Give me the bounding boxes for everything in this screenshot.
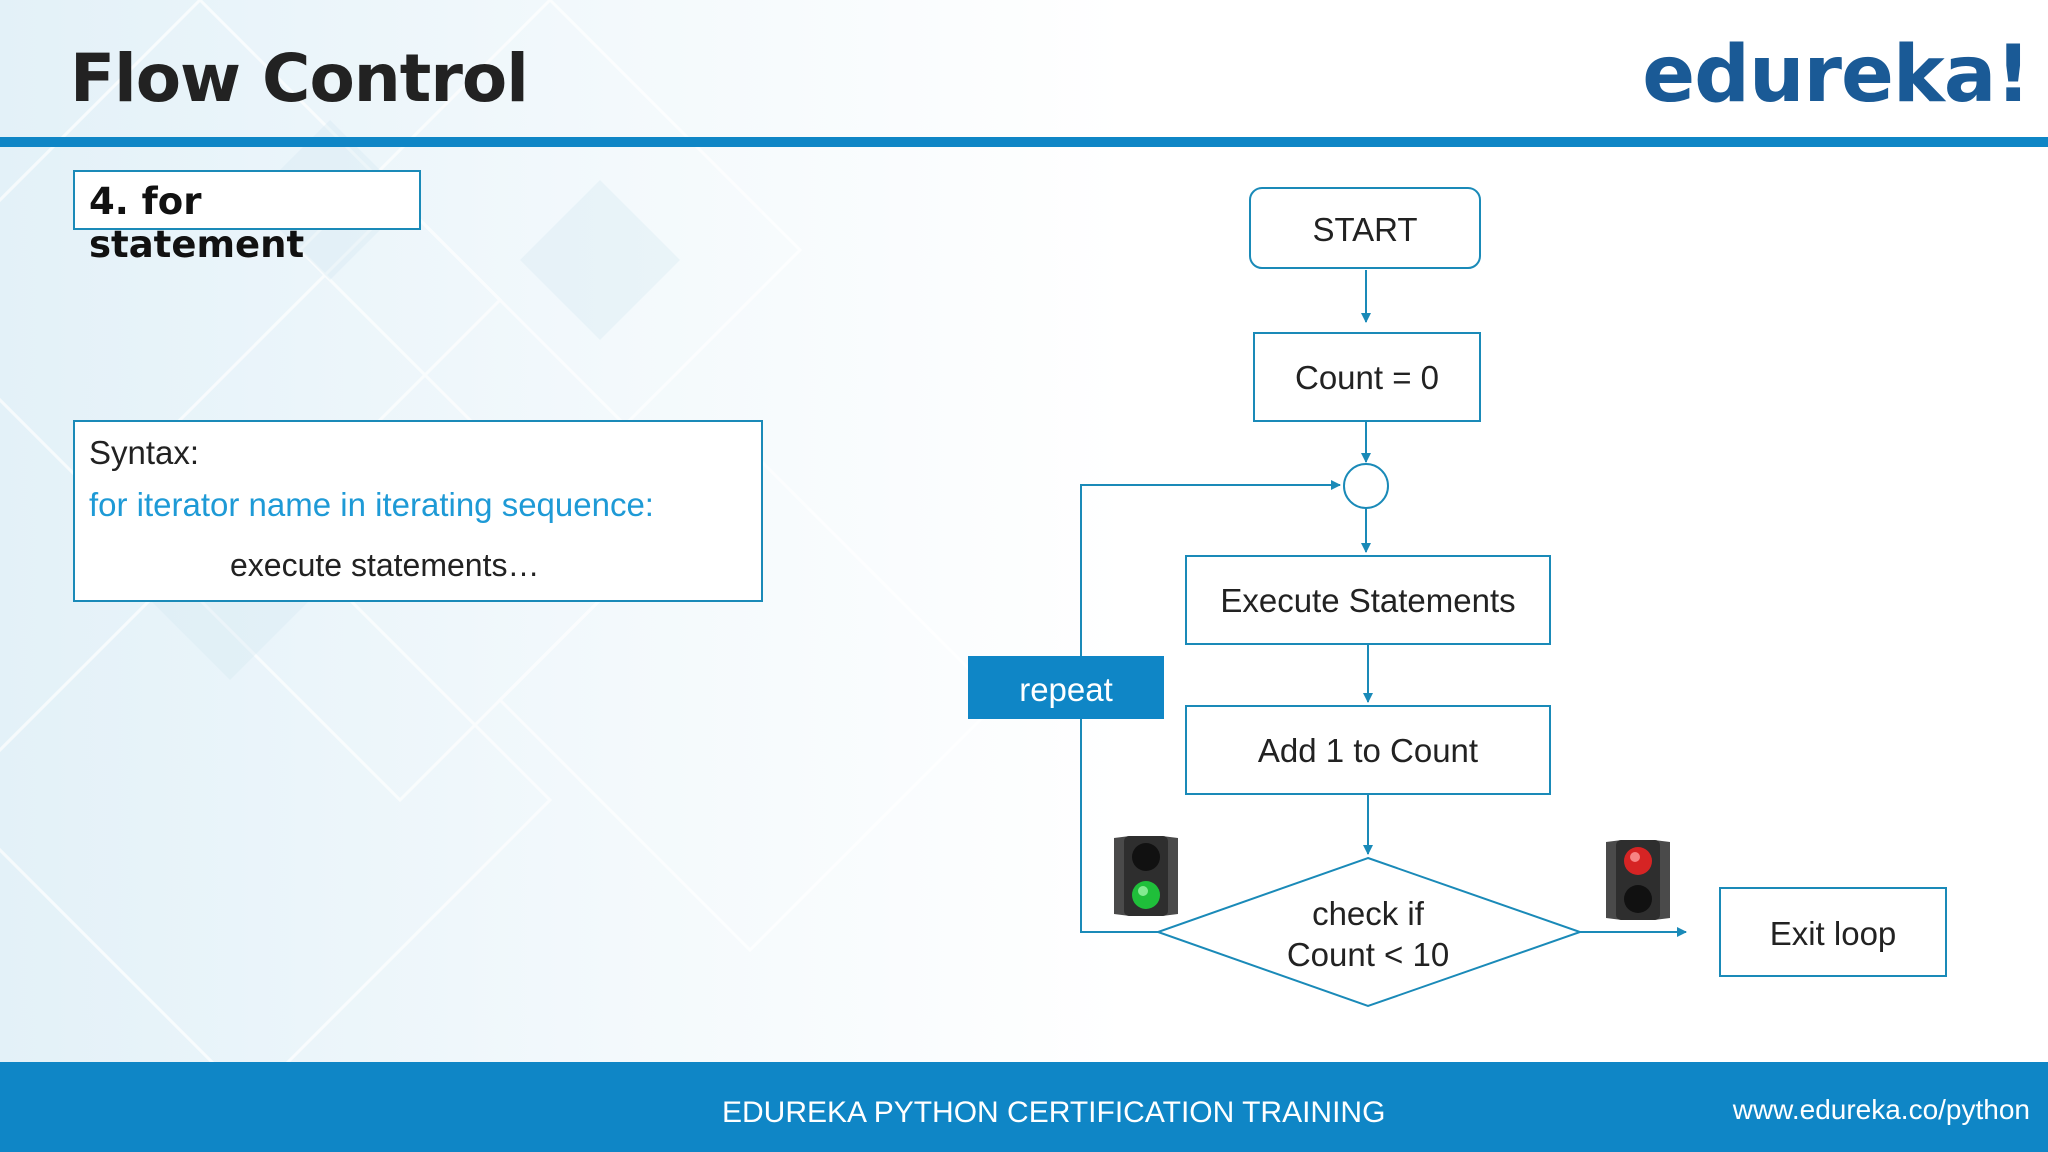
- flow-check-label-line2: Count < 10: [1287, 936, 1449, 973]
- syntax-label: Syntax:: [89, 434, 200, 471]
- flow-junction: [1343, 463, 1389, 509]
- syntax-box: Syntax: for iterator name in iterating s…: [73, 420, 763, 602]
- footer-url: www.edureka.co/python: [1732, 1094, 2030, 1125]
- flow-execute-label: Execute Statements: [1220, 582, 1515, 619]
- flow-node-execute: Execute Statements: [1185, 555, 1551, 645]
- section-label-box: 4. for statement: [73, 170, 421, 266]
- syntax-code-line: for iterator name in iterating sequence:: [89, 486, 654, 523]
- syntax-body-line: execute statements…: [230, 547, 540, 583]
- flow-start-label: START: [1312, 211, 1417, 248]
- page-title: Flow Control: [70, 40, 529, 117]
- flow-check-label-line1: check if: [1312, 895, 1425, 932]
- flow-increment-label: Add 1 to Count: [1258, 732, 1478, 769]
- flow-node-exit: Exit loop: [1719, 887, 1947, 977]
- traffic-light-red-icon: [1606, 840, 1670, 920]
- footer-course-title: EDUREKA PYTHON CERTIFICATION TRAINING: [722, 1096, 1386, 1129]
- traffic-light-green-icon: [1114, 836, 1178, 916]
- flow-node-start: START: [1249, 187, 1481, 269]
- edureka-logo: edureka!: [1642, 30, 2031, 120]
- flow-node-check: check if Count < 10: [1154, 856, 1584, 1008]
- flow-node-increment: Add 1 to Count: [1185, 705, 1551, 795]
- footer-bar: EDUREKA PYTHON CERTIFICATION TRAINING ww…: [0, 1062, 2048, 1152]
- section-label: 4. for statement: [89, 180, 305, 266]
- repeat-label: repeat: [1019, 671, 1113, 708]
- repeat-badge: repeat: [968, 656, 1164, 719]
- flow-init-label: Count = 0: [1295, 359, 1439, 396]
- flow-node-init: Count = 0: [1253, 332, 1481, 422]
- flow-exit-label: Exit loop: [1770, 915, 1897, 952]
- header-divider: [0, 137, 2048, 147]
